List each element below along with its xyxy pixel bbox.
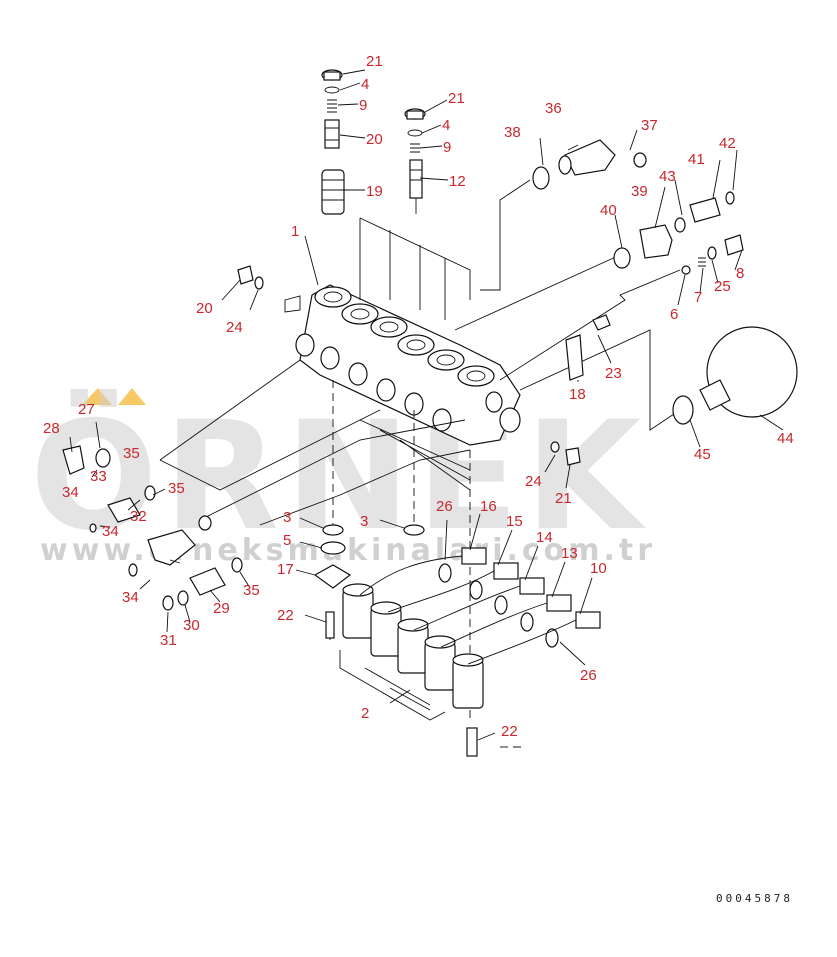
watermark: ÖRNEK www.orneksmakinalari.com.tr xyxy=(30,388,656,568)
callout-9-top: 9 xyxy=(359,97,367,114)
left-fittings xyxy=(62,445,243,611)
callout-45: 45 xyxy=(694,446,711,463)
callout-10: 10 xyxy=(590,560,607,577)
callout-25: 25 xyxy=(714,278,731,295)
callout-11: 12 xyxy=(449,173,466,190)
callout-19: 20 xyxy=(366,131,383,148)
callout-17: 18 xyxy=(569,386,586,403)
callout-12: 13 xyxy=(561,545,578,562)
callout-21-second: 21 xyxy=(448,90,465,107)
callout-21-top: 21 xyxy=(366,53,383,70)
callout-33: 33 xyxy=(90,468,107,485)
callout-26-bottom: 26 xyxy=(580,667,597,684)
callout-24-right: 24 xyxy=(525,473,542,490)
callout-37: 37 xyxy=(641,117,658,134)
callout-18: 19 xyxy=(366,183,383,200)
callout-34-a: 34 xyxy=(62,484,79,501)
spool-stack-right xyxy=(404,108,426,214)
callout-35-b: 35 xyxy=(168,480,185,497)
spool-stack-left xyxy=(321,69,345,215)
callout-4-second: 4 xyxy=(442,117,450,134)
callout-28: 28 xyxy=(43,420,60,437)
callout-13: 14 xyxy=(536,529,553,546)
callout-6: 6 xyxy=(670,306,678,323)
callout-20-right: 21 xyxy=(555,490,572,507)
callout-35-c: 35 xyxy=(243,582,260,599)
callout-labels: 21 4 9 20 19 21 4 9 12 1 20 24 36 37 38 … xyxy=(43,53,794,740)
callout-41: 41 xyxy=(688,151,705,168)
callout-36: 36 xyxy=(545,100,562,117)
callout-43: 43 xyxy=(659,168,676,185)
callout-7: 7 xyxy=(694,289,702,306)
valve-block-body xyxy=(295,284,521,446)
callout-2: 2 xyxy=(361,705,369,722)
callout-32: 32 xyxy=(130,508,147,525)
callout-27: 27 xyxy=(78,401,95,418)
callout-29: 29 xyxy=(213,600,230,617)
callout-15: 16 xyxy=(480,498,497,515)
callout-9-second: 9 xyxy=(443,139,451,156)
callout-40: 40 xyxy=(600,202,617,219)
callout-38: 38 xyxy=(504,124,521,141)
callout-34-b: 34 xyxy=(102,523,119,540)
callout-3-right: 3 xyxy=(360,513,368,530)
callout-39: 39 xyxy=(631,183,648,200)
callout-44: 44 xyxy=(777,430,794,447)
right-fittings xyxy=(237,139,798,466)
callout-31: 31 xyxy=(160,632,177,649)
callout-22-bottom: 22 xyxy=(501,723,518,740)
callout-23: 23 xyxy=(605,365,622,382)
leader-frames xyxy=(159,179,681,720)
document-number: 00045878 xyxy=(716,892,793,905)
watermark-accent-mark xyxy=(82,388,146,405)
callout-5: 5 xyxy=(283,532,291,549)
callout-22-left: 22 xyxy=(277,607,294,624)
callout-35-a: 35 xyxy=(123,445,140,462)
callout-24-left: 24 xyxy=(226,319,243,336)
callout-26-top: 26 xyxy=(436,498,453,515)
callout-20-left: 20 xyxy=(196,300,213,317)
callout-leaders xyxy=(69,69,784,741)
callout-30: 30 xyxy=(183,617,200,634)
callout-16: 17 xyxy=(277,561,294,578)
watermark-url: www.orneksmakinalari.com.tr xyxy=(40,533,656,568)
callout-42: 42 xyxy=(719,135,736,152)
callout-14: 15 xyxy=(506,513,523,530)
callout-8: 8 xyxy=(736,265,744,282)
solenoid-coils xyxy=(313,524,601,757)
callout-4-top: 4 xyxy=(361,76,369,93)
callout-1: 1 xyxy=(291,223,299,240)
callout-3-left: 3 xyxy=(283,509,291,526)
callout-34-c: 34 xyxy=(122,589,139,606)
